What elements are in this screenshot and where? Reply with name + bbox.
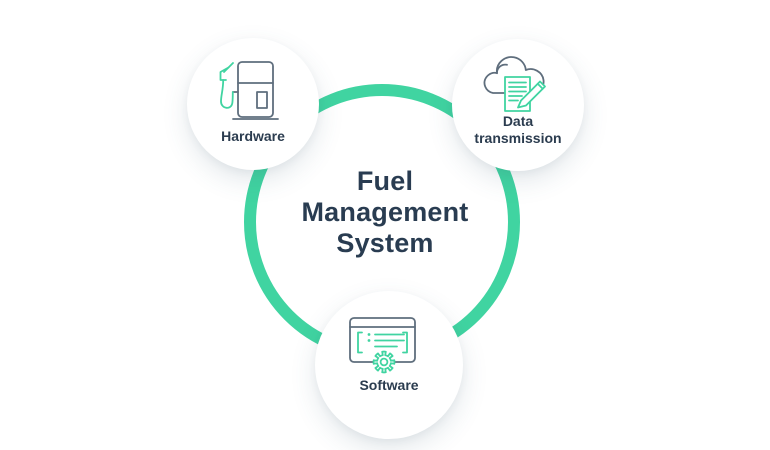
diagram-title: Fuel Management System (301, 166, 469, 258)
node-label-software: Software (359, 377, 419, 393)
cloud-document-pencil-icon (481, 50, 551, 117)
node-software: Software (315, 291, 463, 439)
node-data-transmission: Data transmission (452, 39, 584, 171)
node-label-data-transmission: Data transmission (474, 113, 562, 146)
app-window-gear-icon (347, 315, 418, 382)
node-label-hardware: Hardware (221, 128, 285, 144)
fuel-pump-icon (218, 58, 280, 125)
node-hardware: Hardware (187, 38, 319, 170)
